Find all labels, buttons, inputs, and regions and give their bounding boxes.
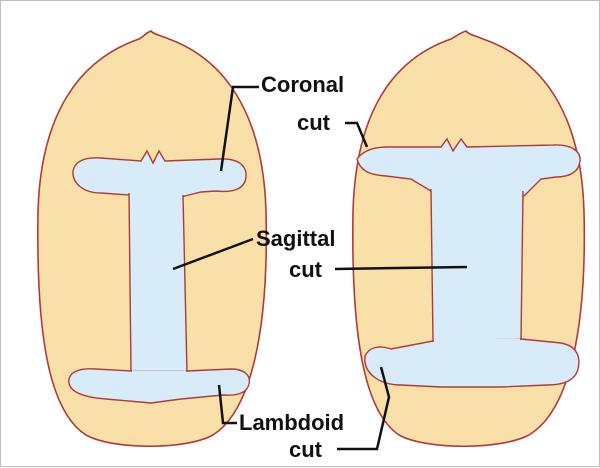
lambdoid-label-line1: Lambdoid: [239, 411, 344, 435]
sagittal-label-line1: Sagittal: [256, 227, 335, 251]
coronal-label-line1: Coronal: [261, 73, 344, 97]
right-skull: [353, 31, 585, 446]
right-sagittal-cut: [431, 189, 523, 341]
coronal-label-line2: cut: [297, 111, 330, 135]
left-sagittal-cut: [129, 193, 187, 373]
lambdoid-label-line2: cut: [289, 438, 322, 462]
sagittal-label-line2: cut: [289, 258, 322, 282]
